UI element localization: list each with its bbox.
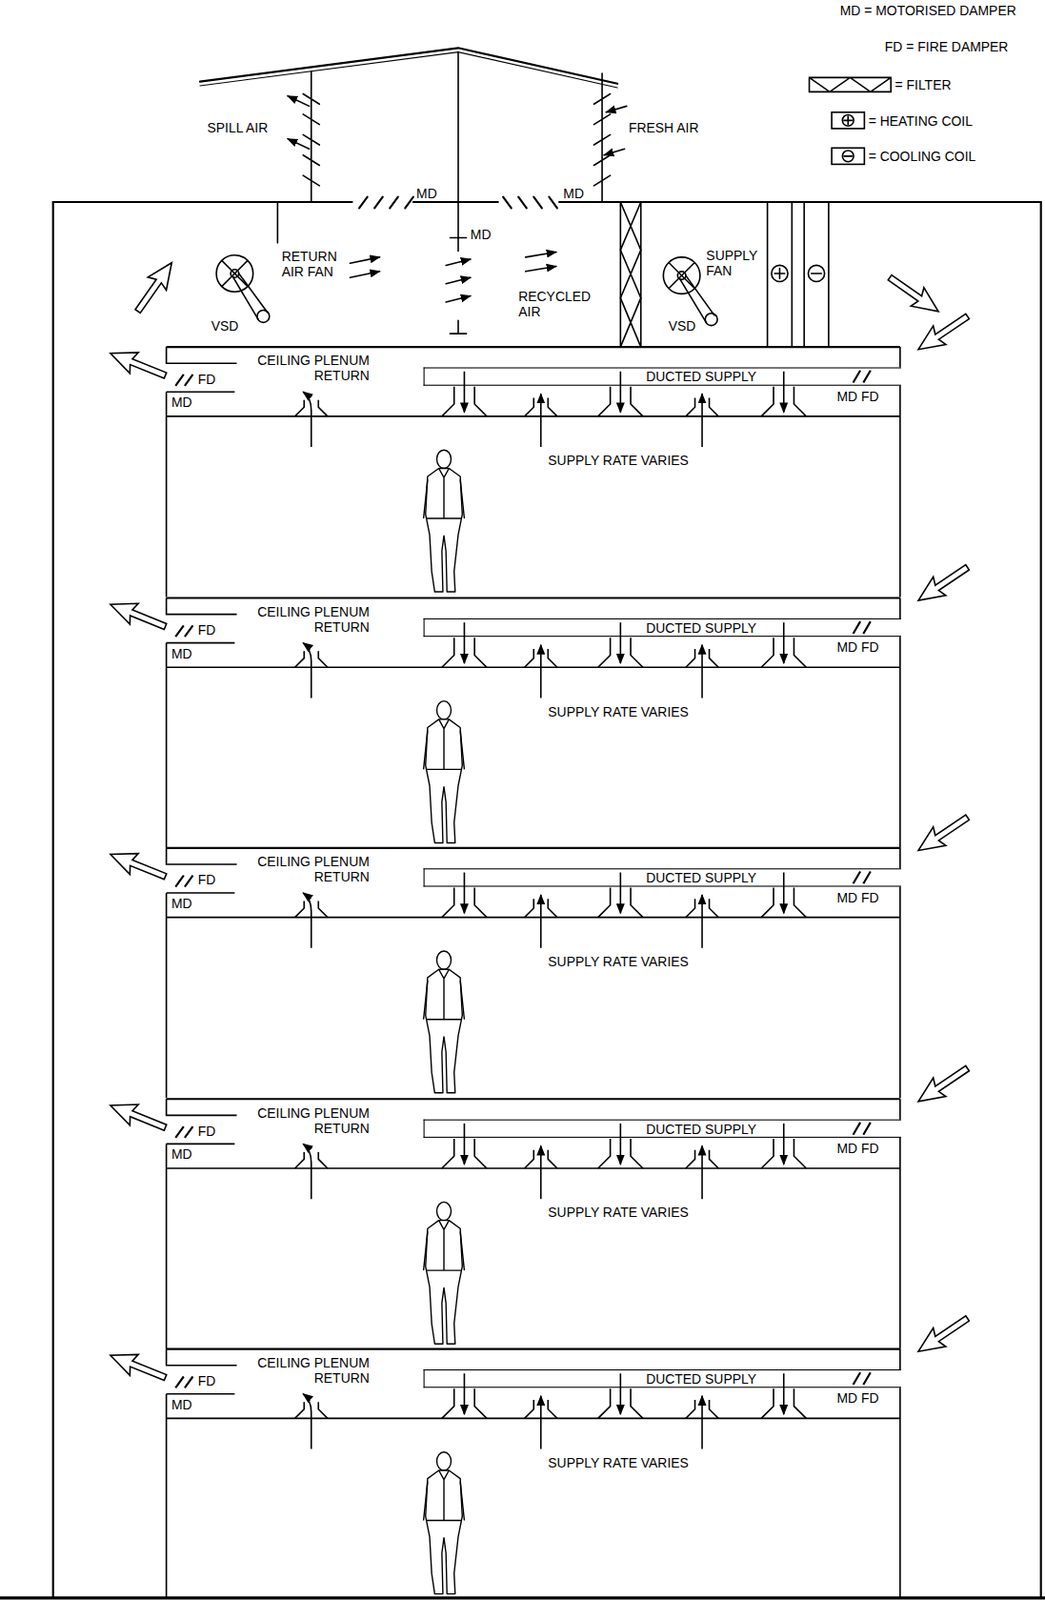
supply-duct: DUCTED SUPPLY [423,1368,902,1387]
person-figure [423,449,465,592]
plenum-label: CEILING PLENUM RETURN [244,1354,370,1386]
damper-label: MD [171,394,193,410]
damper-label: MD [171,895,193,911]
person-figure [423,950,465,1093]
fan-symbol [216,255,270,323]
duct-label: DUCTED SUPPLY [645,620,902,636]
legend-entry: = COOLING COIL [868,148,977,164]
supply-duct: DUCTED SUPPLY [423,1119,902,1138]
air-arrow [603,148,624,155]
airflow-arrow [883,268,945,322]
person-figure [423,1201,465,1344]
air-arrow [445,259,471,265]
drive-label: VSD [668,318,697,334]
drive-label: VSD [211,318,240,334]
damper-symbol [502,197,558,209]
duct-label: DUCTED SUPPLY [645,1370,902,1387]
damper-symbol [449,237,466,334]
floor [106,1308,975,1599]
air-arrow [349,271,380,278]
fan-label: RETURN AIR FAN [281,248,356,280]
floor [106,306,975,597]
roof [200,47,618,83]
damper-label: MD FD [836,1390,879,1407]
fan-housing [277,201,280,243]
spill-air-label: SPILL AIR [206,120,268,136]
airflow-label: RECYCLED AIR [518,288,603,320]
air-arrow [287,139,309,150]
air-arrow [287,96,309,107]
spill-louvre [302,71,320,202]
fresh-air-label: FRESH AIR [628,120,700,136]
supply-duct: DUCTED SUPPLY [423,618,902,637]
damper-symbol [359,197,414,209]
air-arrow [605,105,626,112]
plenum-label: CEILING PLENUM RETURN [244,1105,370,1136]
airflow-label: SUPPLY RATE VARIES [547,1454,689,1470]
ground-line [0,1595,1045,1599]
airflow-label: SUPPLY RATE VARIES [547,703,689,720]
plenum-label: CEILING PLENUM RETURN [244,603,370,635]
person-figure [423,1451,465,1594]
duct-label: DUCTED SUPPLY [645,1121,902,1137]
air-arrow [445,296,471,302]
filter-symbol [620,201,641,347]
air-arrow [349,257,380,263]
airflow-label: SUPPLY RATE VARIES [547,953,689,969]
air-arrow [525,251,557,257]
plant-room [0,47,1045,1598]
duct-label: DUCTED SUPPLY [645,369,902,385]
fan-label: SUPPLY FAN [705,247,765,279]
damper-label: MD FD [836,889,879,905]
legend-entry: = FILTER [895,77,952,93]
airflow-arrow [128,256,181,318]
damper-label: MD [562,185,584,201]
person-figure [423,701,465,844]
fresh-louvre [593,73,610,202]
damper-label: MD [171,1146,193,1163]
plenum-label: CEILING PLENUM RETURN [244,352,370,383]
building-outline [53,201,1042,1598]
damper-label: MD FD [836,639,879,655]
damper-label: FD [198,1372,217,1388]
damper-label: FD [198,1123,217,1139]
damper-label: FD [198,872,217,888]
airflow-label: SUPPLY RATE VARIES [547,452,689,468]
plenum-label: CEILING PLENUM RETURN [244,853,370,885]
floor [106,807,975,1098]
legend-entry: = HEATING COIL [868,113,973,129]
damper-label: FD [198,622,217,638]
building-outline [53,200,1042,203]
damper-label: MD [416,185,438,201]
supply-duct: DUCTED SUPPLY [423,867,902,886]
heating-coil [767,201,793,347]
damper-label: MD [171,1396,193,1412]
damper-label: MD [470,226,492,242]
duct-label: DUCTED SUPPLY [645,869,902,885]
damper-label: MD FD [836,388,879,404]
airflow-label: SUPPLY RATE VARIES [547,1205,689,1221]
floor [106,1058,975,1348]
roof-post [457,52,460,239]
legend-entry: MD = MOTORISED DAMPER [840,2,1017,19]
air-arrow [525,265,557,271]
roof [200,52,618,88]
legend-entry: FD = FIRE DAMPER [884,39,1009,55]
supply-duct: DUCTED SUPPLY [423,366,902,385]
damper-label: MD [171,645,193,662]
damper-label: FD [198,371,217,387]
damper-label: MD FD [836,1140,879,1156]
floor [106,558,975,848]
air-arrow [445,277,471,283]
cooling-coil [803,201,829,347]
